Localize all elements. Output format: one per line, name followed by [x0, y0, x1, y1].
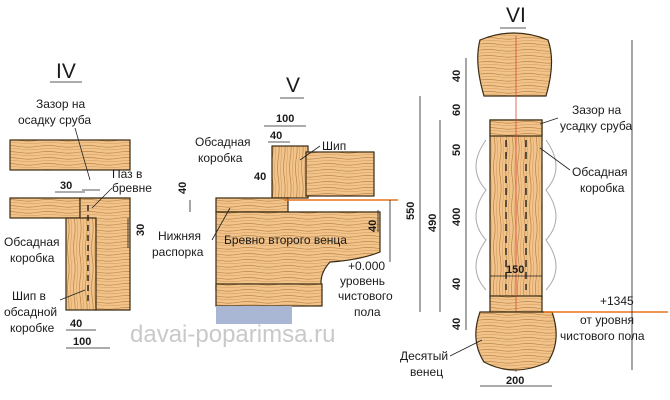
section-iv: IV Зазор на осадку сруба Паз в бревне Об…: [4, 60, 152, 349]
vi-label-casing-1: Обсадная: [572, 165, 628, 179]
v-label-level-3: пола: [354, 305, 381, 319]
v-label-second-crown: Бревно второго венца: [224, 233, 347, 247]
v-label-spacer-1: Нижняя: [158, 229, 201, 243]
section-iv-title: IV: [56, 60, 76, 83]
iv-dim-100: 100: [73, 336, 91, 348]
v-dim-40-spacer: 40: [177, 182, 189, 194]
section-vi-title: VI: [506, 4, 526, 27]
iv-label-gap-1: Зазор на: [36, 97, 85, 111]
vi-label-casing-2: коробка: [580, 181, 625, 195]
iv-middle-log: [9, 197, 81, 219]
v-label-spacer-2: распорка: [152, 245, 204, 259]
v-casing-box: [271, 145, 309, 199]
iv-label-groove-1: Паз в: [112, 167, 142, 181]
iv-label-tenon-3: коробке: [10, 321, 55, 335]
v-lower-log: [215, 283, 323, 307]
iv-label-casing-2: коробка: [10, 251, 55, 265]
vi-dim-50: 50: [451, 144, 463, 156]
v-dim-40-left: 40: [254, 171, 266, 183]
iv-casing-box: [65, 217, 97, 311]
iv-label-gap-2: осадку сруба: [18, 113, 91, 127]
vi-label-gap-1: Зазор на: [572, 103, 621, 117]
v-label-level-1: уровень: [340, 274, 385, 288]
iv-dim-30-horizontal: 30: [60, 180, 72, 192]
watermark: davai-poparimsa.ru: [130, 321, 335, 348]
vi-label-crown-2: венец: [410, 365, 443, 379]
iv-label-tenon-1: Шип в: [12, 289, 46, 303]
v-label-tenon: Шип: [322, 139, 346, 153]
iv-label-groove-2: бревне: [112, 181, 152, 195]
iv-dim-30-vertical: 30: [135, 224, 147, 236]
v-dim-40-top: 40: [270, 130, 282, 142]
vi-label-crown-1: Десятый: [400, 349, 448, 363]
iv-dim-40: 40: [70, 318, 82, 330]
vi-dim-40-top: 40: [451, 70, 463, 82]
iv-upper-log: [9, 139, 131, 171]
iv-label-tenon-2: обсадной: [4, 305, 57, 319]
vi-top-log: [477, 32, 553, 97]
v-label-level-value: +0.000: [348, 259, 385, 273]
v-bottom-spacer: [215, 197, 289, 213]
section-vi: VI Зазор на усадку сруба Обсадная коробк…: [400, 4, 668, 387]
vi-tenth-crown-log: [475, 311, 557, 371]
vi-dim-200: 200: [506, 375, 524, 387]
section-v-title: V: [286, 74, 300, 97]
vi-dim-150: 150: [506, 264, 524, 276]
vi-dim-400: 400: [451, 208, 463, 226]
vi-dim-40-lower: 40: [451, 278, 463, 290]
v-dim-100: 100: [276, 113, 294, 125]
vi-dim-550: 550: [405, 202, 417, 220]
vi-label-level-value: +1345: [600, 294, 634, 308]
iv-label-casing-1: Обсадная: [4, 235, 60, 249]
section-v: V Обсадная коробка Шип Нижняя распорка Б…: [152, 74, 398, 324]
v-label-casing-1: Обсадная: [195, 135, 251, 149]
vi-label-gap-2: усадку сруба: [560, 119, 633, 133]
v-floor: [216, 306, 292, 324]
v-top-log: [305, 151, 375, 197]
v-label-casing-2: коробка: [198, 151, 243, 165]
vi-dim-40-bottom: 40: [451, 318, 463, 330]
vi-dim-60: 60: [451, 104, 463, 116]
v-dim-40-right: 40: [367, 220, 379, 232]
vi-dim-490: 490: [427, 214, 439, 232]
vi-label-level-2: чистового пола: [560, 329, 645, 343]
vi-label-level-1: от уровня: [580, 313, 634, 327]
v-label-level-2: чистового: [338, 289, 393, 303]
